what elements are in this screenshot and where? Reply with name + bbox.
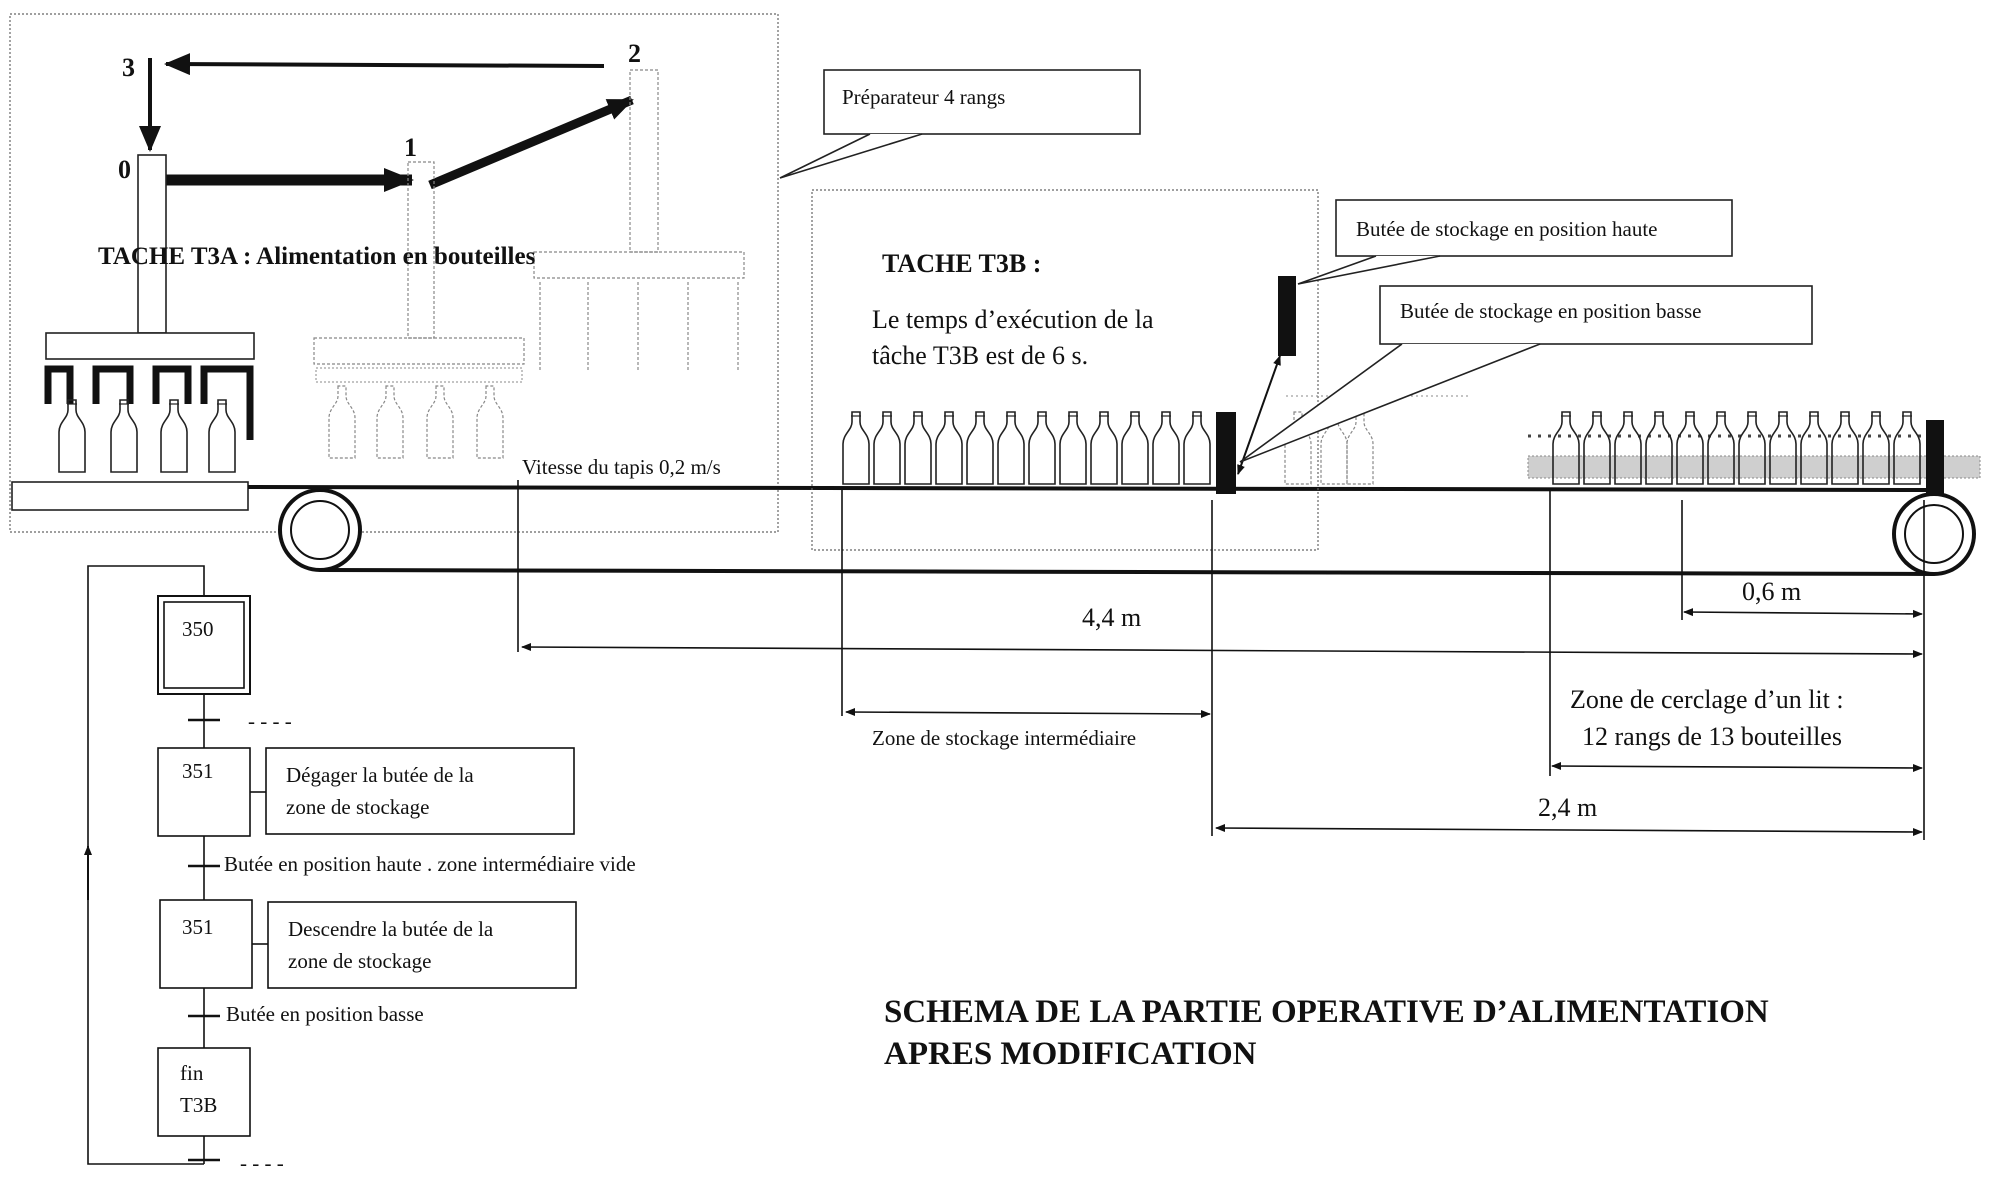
vitesse-label: Vitesse du tapis 0,2 m/s bbox=[522, 455, 721, 479]
dimension-lines bbox=[517, 480, 1925, 840]
dimension-4-4m: 4,4 m bbox=[1082, 603, 1141, 632]
svg-text:Butée de stockage en position: Butée de stockage en position haute bbox=[1356, 217, 1658, 241]
t3b-duration-line-2: tâche T3B est de 6 s. bbox=[872, 341, 1088, 370]
preparateur-callout: Préparateur 4 rangs bbox=[779, 69, 1141, 179]
dimension-0-6m: 0,6 m bbox=[1742, 577, 1801, 606]
move-arrow-1-2 bbox=[428, 95, 634, 190]
continuation-dashes-top: - - - - bbox=[248, 709, 292, 733]
dimension-2-4m: 2,4 m bbox=[1538, 793, 1597, 822]
end-stopper bbox=[1926, 420, 1944, 496]
butee-position-haute bbox=[1278, 276, 1296, 356]
butee-position-basse bbox=[1216, 412, 1236, 494]
butee-basse-callout: Butée de stockage en position basse bbox=[1239, 285, 1813, 463]
schema-title-line-1: SCHEMA DE LA PARTIE OPERATIVE D’ALIMENTA… bbox=[884, 994, 1769, 1030]
position-0-label: 0 bbox=[118, 155, 131, 184]
zone-cerclage-line-2: 12 rangs de 13 bouteilles bbox=[1582, 722, 1842, 751]
t3b-duration-line-1: Le temps d’exécution de la bbox=[872, 305, 1154, 334]
grafcet bbox=[84, 565, 577, 1165]
step-fin-line-1: fin bbox=[180, 1061, 204, 1085]
gripper-position-2 bbox=[533, 69, 745, 370]
step-fin-line-2: T3B bbox=[180, 1093, 217, 1117]
transition-a: Butée en position haute . zone intermédi… bbox=[224, 852, 636, 876]
schema-title-line-2: APRES MODIFICATION bbox=[884, 1036, 1257, 1072]
action-a-line-1: Dégager la butée de la bbox=[286, 763, 474, 787]
gripper-position-0 bbox=[11, 154, 255, 511]
action-b-line-2: zone de stockage bbox=[288, 949, 431, 973]
zone-stockage-label: Zone de stockage intermédiaire bbox=[872, 726, 1136, 750]
tache-t3a-label: TACHE T3A : Alimentation en bouteilles bbox=[98, 243, 536, 270]
continuation-dashes-bottom: - - - - bbox=[240, 1151, 284, 1175]
stored-bottles bbox=[842, 411, 1211, 485]
position-1-label: 1 bbox=[404, 133, 417, 162]
step-351-a: 351 bbox=[182, 759, 214, 783]
transition-b: Butée en position basse bbox=[226, 1002, 424, 1026]
position-3-label: 3 bbox=[122, 53, 135, 82]
svg-text:Butée de stockage en position: Butée de stockage en position basse bbox=[1400, 299, 1702, 323]
banding-zone-bottles bbox=[1527, 411, 1981, 485]
step-351-b: 351 bbox=[182, 915, 214, 939]
gripper-position-1 bbox=[313, 161, 525, 459]
conveyor-belt bbox=[247, 485, 1976, 576]
preparateur-frame bbox=[9, 13, 779, 533]
zone-cerclage-line-1: Zone de cerclage d’un lit : bbox=[1570, 685, 1844, 714]
butee-haute-callout: Butée de stockage en position haute bbox=[1297, 199, 1733, 285]
action-b-line-1: Descendre la butée de la bbox=[288, 917, 494, 941]
step-350: 350 bbox=[182, 617, 214, 641]
tache-t3b-label: TACHE T3B : bbox=[882, 249, 1041, 278]
butee-travel-arrow bbox=[1237, 355, 1281, 475]
action-a-line-2: zone de stockage bbox=[286, 795, 429, 819]
position-2-label: 2 bbox=[628, 39, 641, 68]
move-arrow-2-3 bbox=[164, 53, 605, 76]
svg-text:Préparateur 4 rangs: Préparateur 4 rangs bbox=[842, 85, 1005, 109]
stockage-frame bbox=[811, 189, 1319, 551]
